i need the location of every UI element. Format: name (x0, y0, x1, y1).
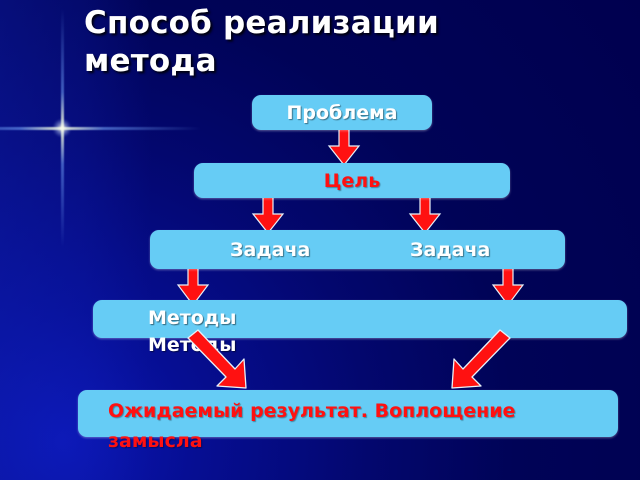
arrow-tsel-to-zadacha1 (251, 195, 285, 234)
page-title: Способ реализации метода (84, 5, 439, 79)
node-tsel[interactable]: Цель (194, 163, 510, 198)
sparkle-horizontal-ray (0, 127, 202, 130)
node-zadachi-row[interactable]: Задача Задача (150, 230, 565, 269)
arrow-metody-to-result-right (438, 329, 511, 392)
arrow-metody-to-result-left (187, 329, 260, 392)
node-zadacha2-label: Задача (410, 238, 491, 261)
node-tsel-label: Цель (323, 169, 381, 192)
sparkle-vertical-ray (61, 8, 64, 248)
arrow-problema-to-tsel (327, 127, 361, 166)
node-metody[interactable] (93, 300, 627, 338)
node-problema-label: Проблема (286, 101, 398, 124)
node-result[interactable] (78, 390, 618, 437)
node-zadacha1-label: Задача (230, 238, 311, 261)
arrow-tsel-to-zadacha2 (408, 195, 442, 234)
sparkle-core (53, 119, 71, 137)
node-problema[interactable]: Проблема (252, 95, 432, 130)
